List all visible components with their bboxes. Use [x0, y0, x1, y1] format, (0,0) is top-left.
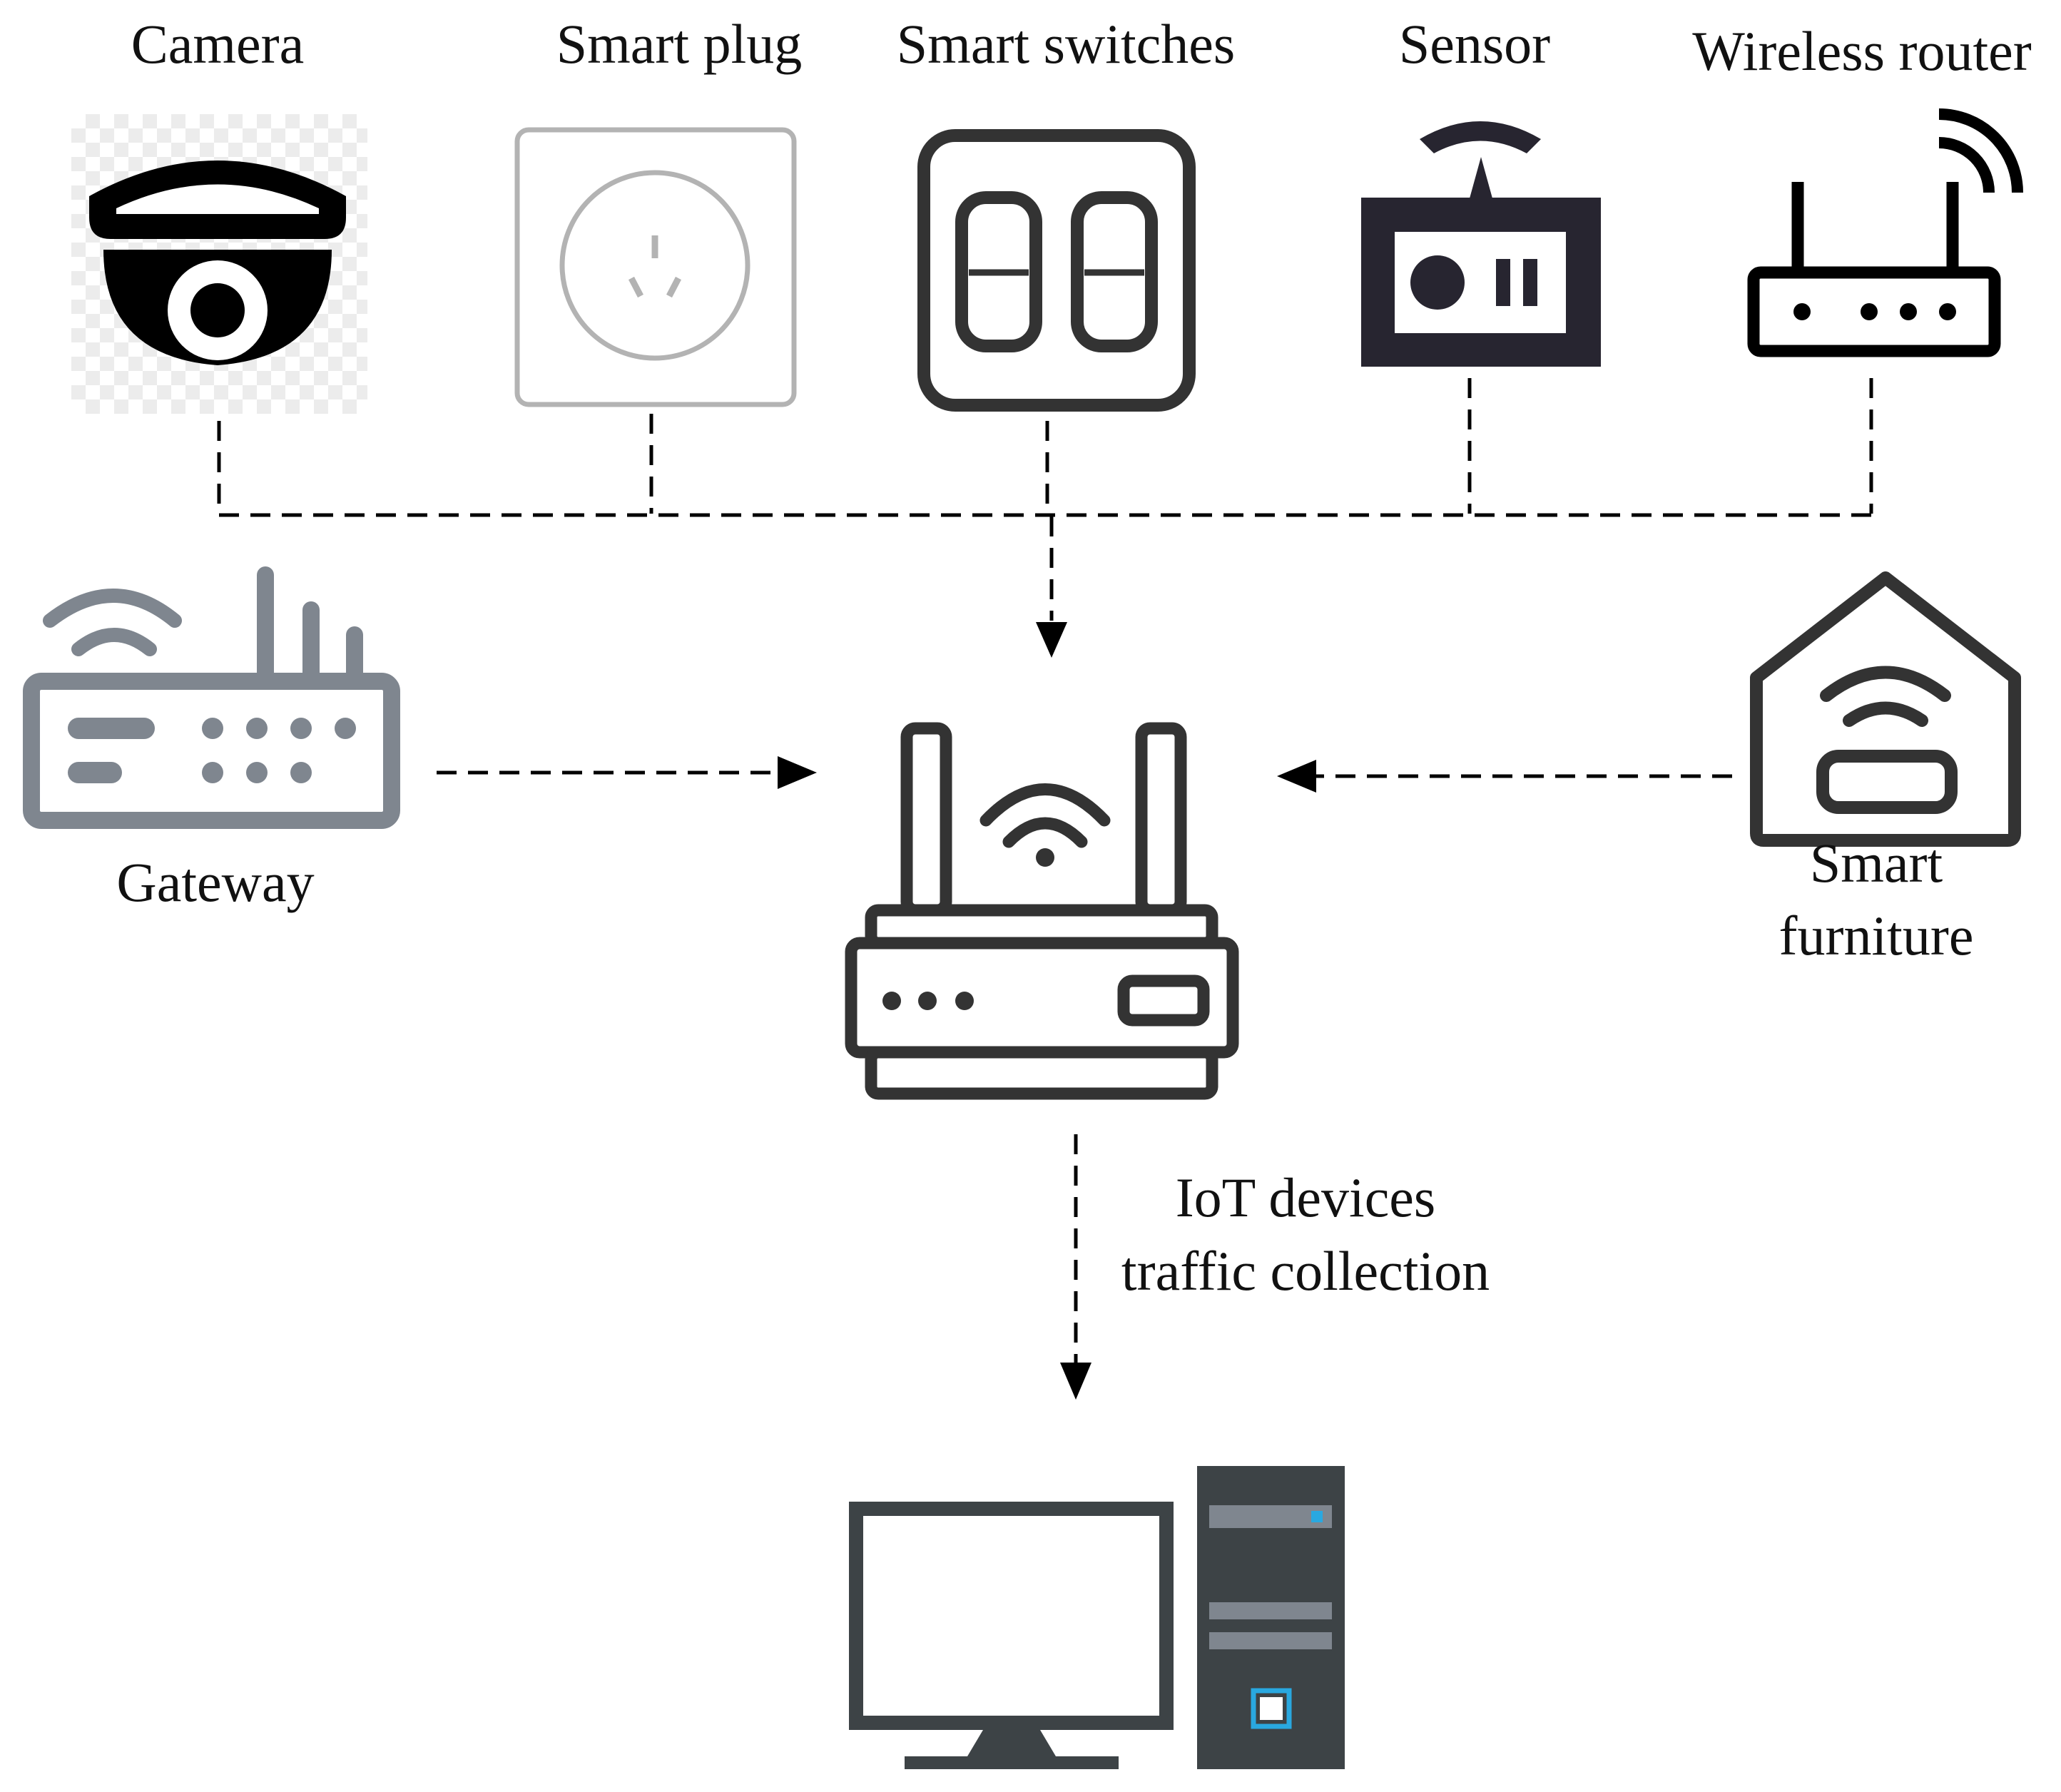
dome-camera-icon	[71, 114, 367, 414]
smart-furniture-label-line1: Smart	[1810, 832, 1943, 894]
gateway-label: Gateway	[116, 851, 314, 913]
wifi-router-icon	[845, 722, 1239, 1100]
smart-switches-label: Smart switches	[897, 13, 1235, 75]
smart-home-icon	[1750, 571, 2021, 847]
wifi-router-icon-top	[1747, 108, 2023, 357]
sensor-icon	[1361, 121, 1601, 367]
power-outlet-icon	[514, 127, 797, 407]
smart-plug-label: Smart plug	[556, 13, 803, 75]
top-device-connectors	[217, 378, 1873, 621]
traffic-label-line1: IoT devices	[1176, 1166, 1436, 1228]
smart-furniture-label-line2: furniture	[1779, 905, 1974, 967]
traffic-label-line2: traffic collection	[1121, 1240, 1490, 1302]
sensor-label: Sensor	[1399, 13, 1550, 75]
arrow-from-smart-furniture	[1277, 760, 1316, 793]
light-switch-icon	[917, 129, 1196, 412]
desktop-computer-icon	[849, 1466, 1345, 1769]
arrow-from-gateway	[778, 756, 817, 789]
arrow-to-computer	[1060, 1363, 1091, 1400]
gateway-icon	[23, 566, 400, 829]
arrow-to-router-top	[1036, 622, 1067, 658]
router-indicators	[882, 848, 1054, 1010]
camera-label: Camera	[131, 13, 305, 75]
wireless-router-label: Wireless router	[1692, 20, 2032, 82]
